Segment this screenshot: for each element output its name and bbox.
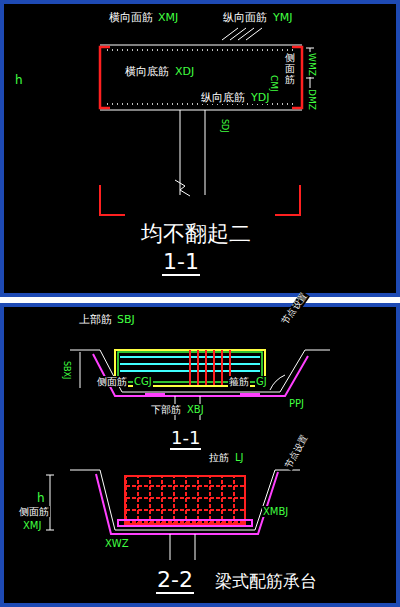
rebar-label: 横向底筋 [124,66,170,78]
rebar-label: h [36,492,46,505]
rebar-label: 横向面筋 [108,12,154,24]
rebar-label: 纵向底筋 [200,92,246,104]
rebar-label: SBJ [116,314,136,326]
rebar-label: h [14,74,24,87]
rebar-label: XMJ [22,520,42,531]
rebar-label: 侧面筋 [284,52,296,85]
rebar-label: XBJ [186,404,205,415]
rebar-label: YMJ [272,12,293,24]
rebar-label: WMZ [306,52,316,77]
rebar-label: LJ [234,452,245,463]
rebar-label: 上部筋 [78,314,113,326]
section-title: 均不翻起二 [140,222,252,246]
rebar-label: CMJ [268,74,278,93]
rebar-label: PPJ [288,398,305,409]
section-title: 1-1 [162,250,200,276]
rebar-label: XMJ [157,12,179,24]
rebar-label: 侧面筋 [18,506,50,517]
rebar-label: DMZ [306,88,316,111]
rebar-label: XWZ [104,538,130,549]
rebar-label: GJ [255,376,268,387]
rebar-label: SBXJ [61,360,70,380]
rebar-label: YDJ [250,92,270,104]
rebar-label: 下部筋 [150,404,182,415]
rebar-label: XDJ [174,66,195,78]
rebar-label: 侧面筋 [96,376,128,387]
rebar-label: XMBJ [262,506,289,517]
section-title: 2-2 [156,568,194,594]
rebar-label: SDJ [219,118,228,134]
rebar-label: 拉筋 [208,452,230,463]
section-title: 1-1 [170,428,201,450]
rebar-label: CGJ [133,376,153,387]
section-title: 梁式配筋承台 [214,572,318,591]
rebar-label: 纵向面筋 [222,12,268,24]
rebar-label: 箍筋 [228,376,250,387]
